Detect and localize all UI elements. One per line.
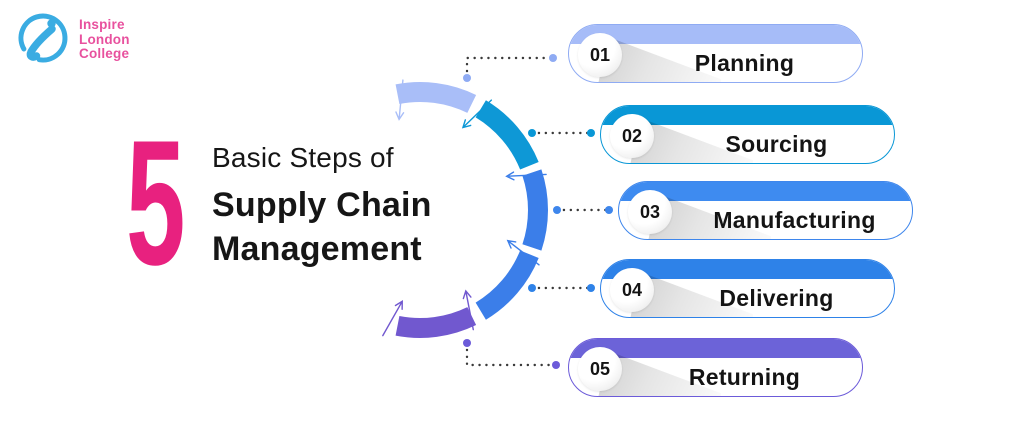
step-number: 04 bbox=[621, 279, 643, 300]
arc-gap-arrow-icon bbox=[395, 79, 405, 121]
connector-end-dot bbox=[463, 339, 471, 347]
step-band bbox=[619, 182, 912, 201]
headline-line2: Supply Chain bbox=[212, 186, 432, 224]
arc-gap-arrow-icon bbox=[461, 99, 493, 129]
headline-line3: Management bbox=[212, 230, 422, 269]
brand-name: Inspire London College bbox=[79, 18, 130, 62]
connector-end-dot bbox=[605, 206, 613, 214]
connector-end-dot bbox=[587, 129, 595, 137]
connector-end-dot bbox=[552, 361, 560, 369]
step-band bbox=[569, 25, 862, 44]
headline: 5 Basic Steps of Supply Chain Management bbox=[126, 103, 432, 302]
step-number: 01 bbox=[589, 44, 611, 65]
step-number-badge: 03 bbox=[628, 190, 672, 234]
dotted-connector-5 bbox=[465, 341, 558, 367]
step-number-badge: 04 bbox=[610, 268, 654, 312]
step-band bbox=[601, 106, 894, 125]
connector-end-dot bbox=[528, 284, 536, 292]
connector-end-dot bbox=[549, 54, 557, 62]
step-band bbox=[569, 339, 862, 358]
brand-line: Inspire bbox=[79, 17, 125, 33]
step-banner-returning: 05 Returning bbox=[568, 338, 863, 397]
arc-gap-arrow-icon bbox=[506, 239, 540, 266]
dotted-connector-1 bbox=[465, 56, 555, 80]
step-number: 03 bbox=[639, 201, 661, 222]
step-banner-delivering: 04 Delivering bbox=[600, 259, 895, 318]
step-label: Manufacturing bbox=[713, 207, 876, 233]
step-number-badge: 02 bbox=[610, 114, 654, 158]
brand-logo: Inspire London College bbox=[16, 12, 130, 68]
step-band bbox=[601, 260, 894, 279]
step-number-badge: 05 bbox=[578, 347, 622, 391]
connector-end-dot bbox=[528, 129, 536, 137]
step-label: Sourcing bbox=[725, 131, 828, 157]
step-number: 02 bbox=[621, 125, 643, 146]
connector-end-dot bbox=[587, 284, 595, 292]
step-banner-planning: 01 Planning bbox=[568, 24, 863, 83]
arc-gap-arrow-icon bbox=[505, 171, 547, 181]
arc-gap-arrow-icon bbox=[382, 300, 403, 337]
brand-line: London bbox=[79, 31, 130, 47]
step-banner-sourcing: 02 Sourcing bbox=[600, 105, 895, 164]
step-number-badge: 01 bbox=[578, 33, 622, 77]
arc-segment-2 bbox=[475, 100, 539, 170]
inspire-swirl-icon bbox=[18, 13, 68, 63]
step-banner-manufacturing: 03 Manufacturing bbox=[618, 181, 913, 240]
arc-segment-4 bbox=[475, 250, 539, 320]
step-number: 05 bbox=[589, 358, 611, 379]
arc-gap-arrow-icon bbox=[462, 289, 474, 331]
big-number: 5 bbox=[126, 103, 186, 302]
arc-segment-1 bbox=[395, 81, 477, 113]
connector-end-dot bbox=[553, 206, 561, 214]
headline-prefix: Basic Steps of bbox=[212, 142, 394, 173]
step-label: Delivering bbox=[719, 285, 834, 311]
connector-end-dot bbox=[463, 74, 471, 82]
arc-segment-3 bbox=[522, 169, 548, 251]
step-label: Returning bbox=[688, 364, 801, 390]
step-label: Planning bbox=[694, 50, 795, 76]
brand-line: College bbox=[79, 46, 130, 62]
arc-segment-5 bbox=[395, 307, 477, 338]
